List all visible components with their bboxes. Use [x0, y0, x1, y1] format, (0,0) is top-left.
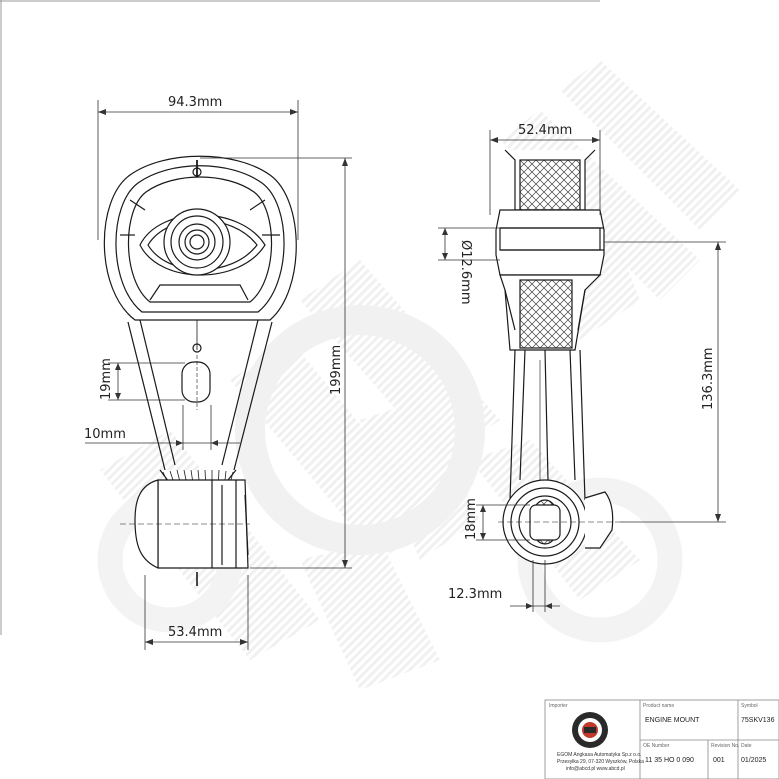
product-name: ENGINE MOUNT	[645, 717, 700, 724]
date-value: 01/2025	[741, 757, 766, 764]
product-name-label: Product name	[643, 703, 674, 709]
dim-bottom-width: 53.4mm	[168, 625, 222, 640]
revision-label: Revision No.	[711, 743, 739, 749]
symbol-label: Symbol	[741, 703, 758, 709]
oe-number: 11 35 HO 0 090	[645, 757, 694, 764]
dim-bolt-diameter: Ø12.6mm	[458, 240, 473, 305]
dim-front-height: 199mm	[329, 345, 344, 395]
dim-slot-height: 19mm	[99, 358, 114, 400]
importer-label: Importer	[549, 703, 568, 709]
dim-center-distance: 136.3mm	[701, 347, 716, 410]
dim-front-width: 94.3mm	[168, 95, 222, 110]
side-view	[495, 149, 620, 565]
importer-line-1: EGOM Angkasa Automatyka Sp.z o.o.	[557, 752, 642, 758]
dim-slot-width: 10mm	[84, 427, 126, 442]
importer-line-2: Przesyłka 29, 07-320 Wyszków, Polska	[557, 759, 644, 765]
oe-number-label: OE Number	[643, 743, 670, 749]
symbol-value: 75SKV136	[741, 717, 775, 724]
title-block	[544, 699, 779, 779]
revision-value: 001	[713, 757, 725, 764]
dimension-lines	[85, 100, 726, 650]
dim-bottom-offset: 12.3mm	[448, 587, 502, 602]
sheet-frame	[0, 0, 600, 635]
date-label: Date	[741, 743, 752, 749]
dim-bottom-bush-height: 18mm	[464, 498, 479, 540]
dim-side-width: 52.4mm	[518, 123, 572, 138]
importer-line-3: info@abcd.pl www.abcd.pl	[566, 766, 625, 772]
egom-logo	[572, 712, 608, 748]
dimension-arrows	[98, 109, 721, 645]
front-view	[103, 155, 297, 586]
